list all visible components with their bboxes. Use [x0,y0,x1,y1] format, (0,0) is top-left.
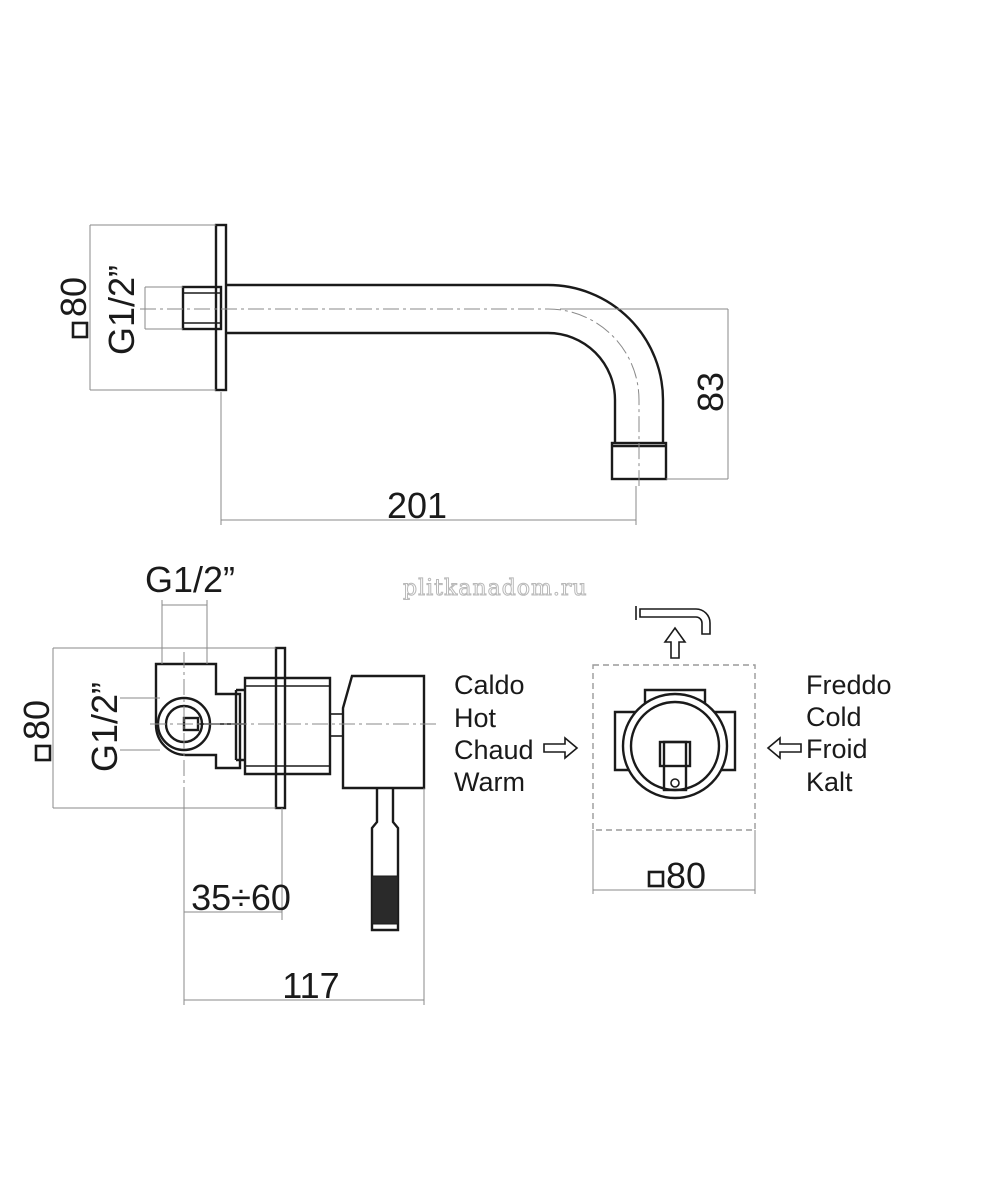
mixer-front-view: 80 [592,606,756,896]
spout-thread-connector [181,285,223,331]
mixer-length-dim: 117 [282,965,339,1006]
arrow-left-icon [766,736,802,760]
mixer-square-dim: 80 [16,700,57,740]
spout-thread-dim: G1/2” [101,265,142,355]
spout-mini-icon [635,606,711,635]
spout-length-dim: 201 [387,485,447,526]
watermark-text: plitkanadom.ru [403,576,588,601]
mixer-side-view: G1/2” 80 G1/2” 35÷60 117 [16,559,440,1006]
hot-label-en: Hot [454,703,497,733]
front-square-dim: 80 [666,855,706,896]
hot-labels: Caldo Hot Chaud Warm [454,670,579,797]
mixer-cartridge-housing [234,676,332,776]
cold-label-it: Freddo [806,670,892,700]
spout-height-dim: 83 [690,372,731,412]
arrow-up-icon [663,626,687,659]
square-symbol-icon [71,321,89,339]
cold-label-de: Kalt [806,767,853,797]
hot-label-it: Caldo [454,670,525,700]
cold-labels: Freddo Cold Froid Kalt [766,670,892,797]
cold-label-fr: Froid [806,734,868,764]
mixer-lever-head [341,674,426,790]
mixer-wall-plate [274,646,287,810]
cold-label-en: Cold [806,702,862,732]
front-view-box [592,664,756,831]
square-symbol-icon [647,870,665,888]
spout-side-view: 80 G1/2” 83 201 [53,223,731,526]
valve-outer-ring [621,692,729,800]
wall-range-dim: 35÷60 [191,877,291,918]
lever-square-bottom [662,740,688,792]
mixer-inner-body [154,662,242,770]
spout-square-dim: 80 [53,277,94,317]
knurled-grip-pattern [371,875,399,925]
mixer-thread-top-dim: G1/2” [145,559,235,600]
mixer-lever-handle [370,788,400,932]
hot-label-fr: Chaud [454,735,534,765]
square-symbol-icon [34,744,52,762]
mixer-thread-side-dim: G1/2” [84,682,125,772]
spout-tube [226,283,665,443]
hot-label-de: Warm [454,767,525,797]
arrow-right-icon [543,736,579,760]
